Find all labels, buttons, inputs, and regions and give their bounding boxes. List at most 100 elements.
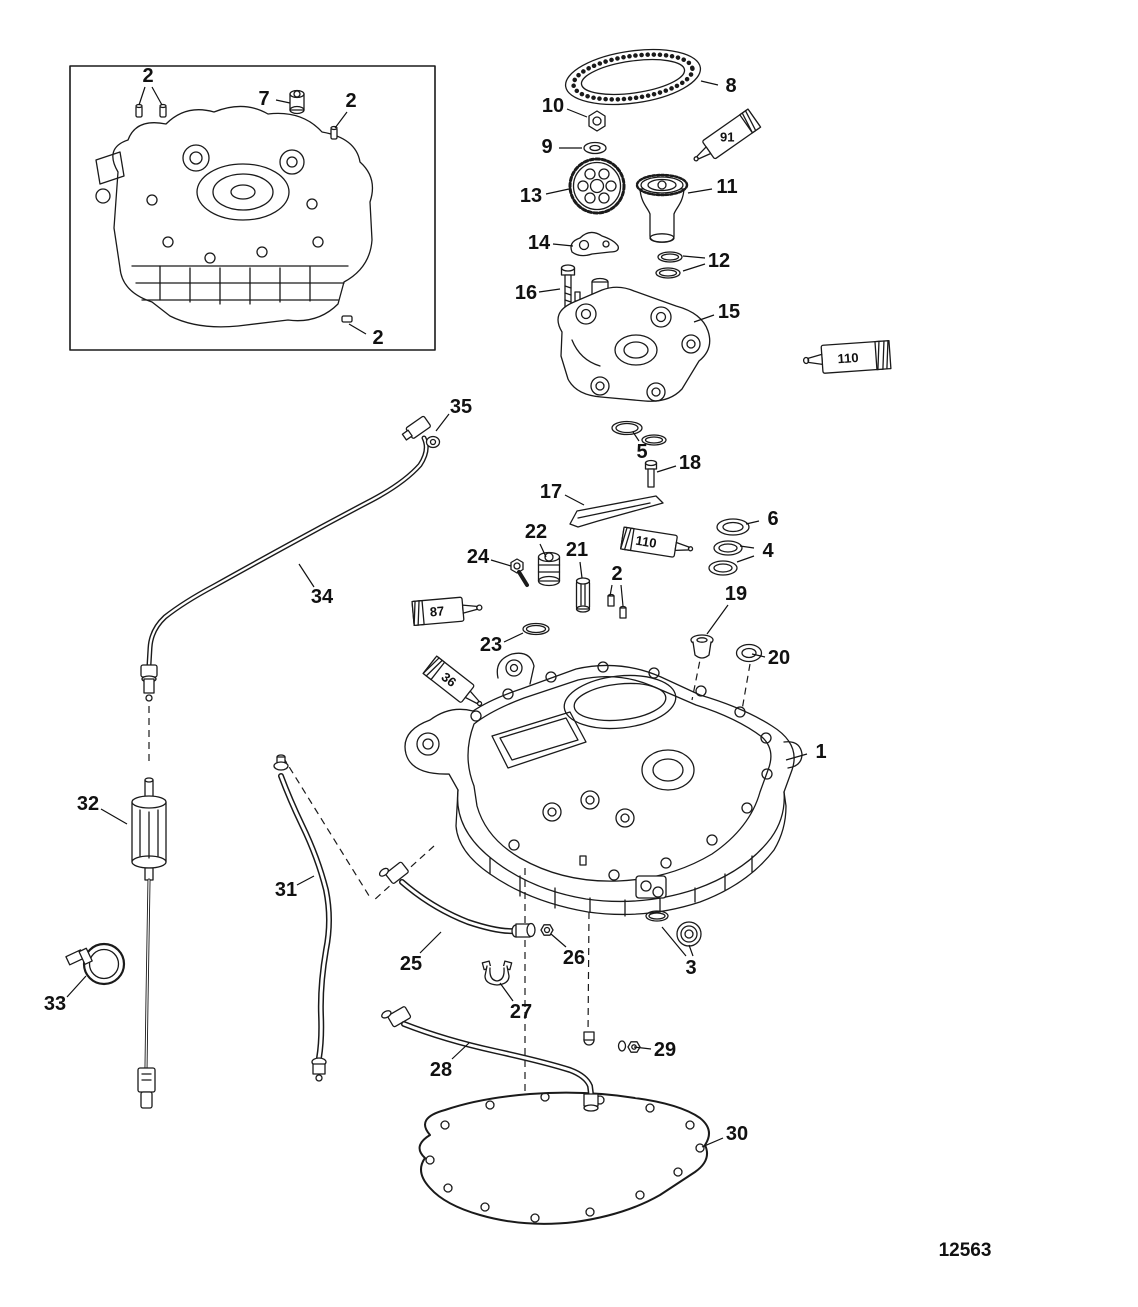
callout-11: 11 bbox=[716, 176, 738, 198]
callout-34: 34 bbox=[310, 586, 334, 608]
callout-30: 30 bbox=[725, 1123, 749, 1145]
part-washer-9 bbox=[583, 141, 607, 155]
part-fuel-fitting-stack bbox=[140, 664, 158, 702]
callout-16: 16 bbox=[514, 282, 538, 304]
callout-23: 23 bbox=[479, 634, 503, 656]
leader-line bbox=[736, 555, 755, 563]
leader-line bbox=[706, 604, 729, 635]
callout-24: 24 bbox=[466, 546, 490, 568]
leader-line bbox=[682, 255, 706, 259]
part-oil-pan-gasket bbox=[418, 1091, 710, 1225]
leader-line bbox=[609, 584, 613, 597]
part-sealant-tube-91: 91 bbox=[693, 108, 762, 162]
callout-18: 18 bbox=[678, 452, 702, 474]
leader-line bbox=[451, 1042, 470, 1060]
callout-28: 28 bbox=[429, 1059, 453, 1081]
callout-32: 32 bbox=[76, 793, 100, 815]
part-clamp bbox=[65, 942, 126, 986]
leader-line bbox=[633, 1046, 652, 1050]
leader-line bbox=[275, 99, 291, 104]
part-gasket-8 bbox=[564, 48, 702, 106]
leader-line bbox=[100, 808, 128, 825]
part-vent-hose-31 bbox=[273, 754, 332, 1082]
tube-label-110-mid: 110 bbox=[635, 533, 658, 551]
leader-line bbox=[296, 875, 315, 886]
leader-line bbox=[538, 288, 561, 293]
part-bushing-7 bbox=[289, 89, 305, 115]
leader-line bbox=[539, 543, 547, 558]
leader-line bbox=[687, 188, 713, 194]
part-studs-2-inset bbox=[135, 103, 353, 323]
callout-31: 31 bbox=[274, 879, 298, 901]
tube-label-87: 87 bbox=[429, 603, 445, 619]
callout-22: 22 bbox=[524, 521, 548, 543]
callout-26: 26 bbox=[562, 947, 586, 969]
callout-2: 2 bbox=[142, 65, 154, 87]
callout-5: 5 bbox=[636, 441, 648, 463]
leader-line bbox=[499, 982, 514, 1002]
part-oring-23 bbox=[522, 622, 550, 636]
leader-line bbox=[564, 494, 585, 506]
callout-25: 25 bbox=[399, 953, 423, 975]
part-pin-21 bbox=[575, 577, 591, 613]
alignment-dashed-lines-lower bbox=[524, 649, 751, 1092]
callout-15: 15 bbox=[717, 301, 741, 323]
tube-label-110-right: 110 bbox=[837, 350, 859, 366]
leader-line bbox=[503, 632, 524, 643]
part-bolt-18 bbox=[644, 459, 658, 488]
part-oil-pump-15 bbox=[557, 277, 711, 402]
tube-label-91: 91 bbox=[720, 130, 734, 145]
leader-line bbox=[682, 263, 706, 272]
leader-line bbox=[566, 108, 588, 118]
callout-14: 14 bbox=[527, 232, 551, 254]
part-plug-19 bbox=[690, 634, 714, 659]
part-nut-10 bbox=[588, 110, 606, 132]
callout-1: 1 bbox=[815, 741, 827, 763]
part-sprocket-13 bbox=[568, 157, 626, 215]
leader-line bbox=[700, 80, 719, 86]
part-lever-14 bbox=[570, 231, 619, 257]
callout-19: 19 bbox=[724, 583, 748, 605]
leader-line bbox=[490, 559, 512, 567]
part-washers-6-4 bbox=[708, 518, 750, 576]
part-sealant-tube-110-right: 110 bbox=[802, 340, 892, 374]
callout-17: 17 bbox=[539, 481, 563, 503]
leader-line bbox=[693, 314, 715, 323]
leader-line bbox=[656, 465, 677, 473]
leader-line bbox=[138, 86, 146, 106]
leader-line bbox=[348, 323, 367, 335]
leader-line bbox=[151, 86, 163, 106]
leader-line bbox=[419, 931, 442, 954]
leader-line bbox=[739, 545, 755, 549]
part-bolt-16 bbox=[560, 264, 576, 318]
callout-2: 2 bbox=[372, 327, 384, 349]
callout-29: 29 bbox=[653, 1039, 677, 1061]
callout-21: 21 bbox=[565, 539, 589, 561]
callout-20: 20 bbox=[767, 647, 791, 669]
leader-line bbox=[579, 561, 583, 579]
part-adapter-plate bbox=[404, 652, 803, 917]
leader-line bbox=[785, 753, 808, 761]
part-sealant-tube-110-mid: 110 bbox=[620, 526, 694, 558]
part-grommet-20 bbox=[735, 643, 763, 663]
callout-35: 35 bbox=[449, 396, 473, 418]
callout-2: 2 bbox=[345, 90, 357, 112]
part-sealant-tube-36: 36 bbox=[422, 655, 483, 707]
leader-line bbox=[66, 975, 87, 998]
part-pulley-11 bbox=[635, 173, 689, 243]
part-fitting-22 bbox=[537, 551, 561, 587]
part-bolt-24 bbox=[510, 558, 529, 587]
callout-9: 9 bbox=[541, 136, 553, 158]
leader-line bbox=[620, 584, 624, 607]
callout-33: 33 bbox=[43, 993, 67, 1015]
part-fuel-line bbox=[146, 435, 429, 668]
callout-3: 3 bbox=[685, 957, 697, 979]
leader-line bbox=[552, 243, 574, 247]
callout-27: 27 bbox=[509, 1001, 533, 1023]
leader-line bbox=[550, 933, 567, 948]
callout-4: 4 bbox=[762, 540, 774, 562]
